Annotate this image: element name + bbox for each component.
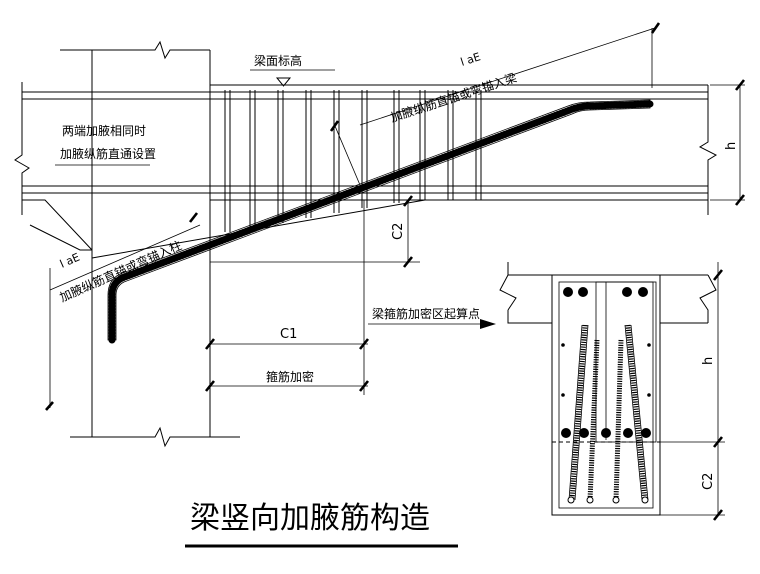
dense-tick-2 (358, 380, 370, 392)
haunch-bar (108, 100, 654, 344)
lae-top-tick-1 (329, 120, 340, 132)
c2-left-tick-1 (402, 195, 414, 207)
lae-top-leader (334, 125, 361, 186)
beam-top-line (209, 50, 708, 86)
h-left-tick-1 (734, 79, 746, 91)
left-break (14, 82, 30, 215)
elevation-marker (275, 77, 292, 87)
lae-top-tick-2 (650, 22, 661, 34)
lae-left-tick-2 (188, 212, 199, 223)
h-right-label: h (701, 357, 716, 365)
h-left-label: h (724, 142, 739, 150)
beam-top-elevation-label: 梁面标高 (254, 53, 302, 68)
lae-left-dim-line (49, 224, 201, 291)
slab-left-break (499, 274, 517, 311)
stirrups (224, 90, 482, 232)
c1-tick-1 (204, 338, 216, 350)
h-left-tick-2 (734, 194, 746, 206)
dense-start-arrow (480, 319, 496, 329)
h-right-tick-1 (712, 269, 724, 281)
note-line2: 加腋纵筋直通设置 (60, 146, 156, 161)
note-line1: 两端加腋相同时 (62, 123, 146, 138)
c1-label: C1 (280, 327, 297, 342)
haunch-bar-bottom-label: 加腋纵筋直锚或弯锚入柱 (57, 237, 184, 304)
c2-right-label: C2 (701, 473, 716, 490)
lae-left-label: l aE (58, 251, 82, 271)
lae-top-label: l aE (459, 50, 482, 69)
dense-tick-1 (204, 380, 216, 392)
bottom-bars (561, 428, 651, 438)
column-bottom-break (70, 426, 240, 448)
c1-tick-2 (358, 338, 370, 350)
section-outline (551, 274, 661, 516)
slab-left-edge (507, 262, 552, 276)
haunch-bar-outline (107, 99, 651, 341)
lae-top-dim-line (359, 27, 656, 126)
section-haunch-bars (567, 324, 649, 504)
dense-label: 箍筋加密 (266, 369, 314, 384)
c2-right-tick (712, 509, 724, 521)
lae-left-tick-1 (45, 401, 54, 411)
c2-left-tick-2 (402, 256, 414, 268)
side-bars (561, 343, 651, 397)
drawing-title-group: 梁竖向加腋筋构造 (185, 501, 458, 548)
left-haunch-edge (22, 199, 93, 251)
left-haunch-bar (29, 224, 92, 251)
drawing-title: 梁竖向加腋筋构造 (190, 501, 430, 536)
slab-left-bottom (507, 310, 552, 324)
section-view: h C2 (499, 262, 725, 521)
stirrup-inner-2 (595, 281, 657, 443)
dense-start-label: 梁箍筋加密区起算点 (372, 306, 480, 321)
top-bars (563, 287, 648, 297)
column-top-break (60, 40, 210, 60)
c2-left-label: C2 (391, 223, 406, 240)
slab-right-break (699, 274, 717, 323)
h-right-tick-2 (712, 436, 724, 448)
right-break (698, 85, 718, 215)
